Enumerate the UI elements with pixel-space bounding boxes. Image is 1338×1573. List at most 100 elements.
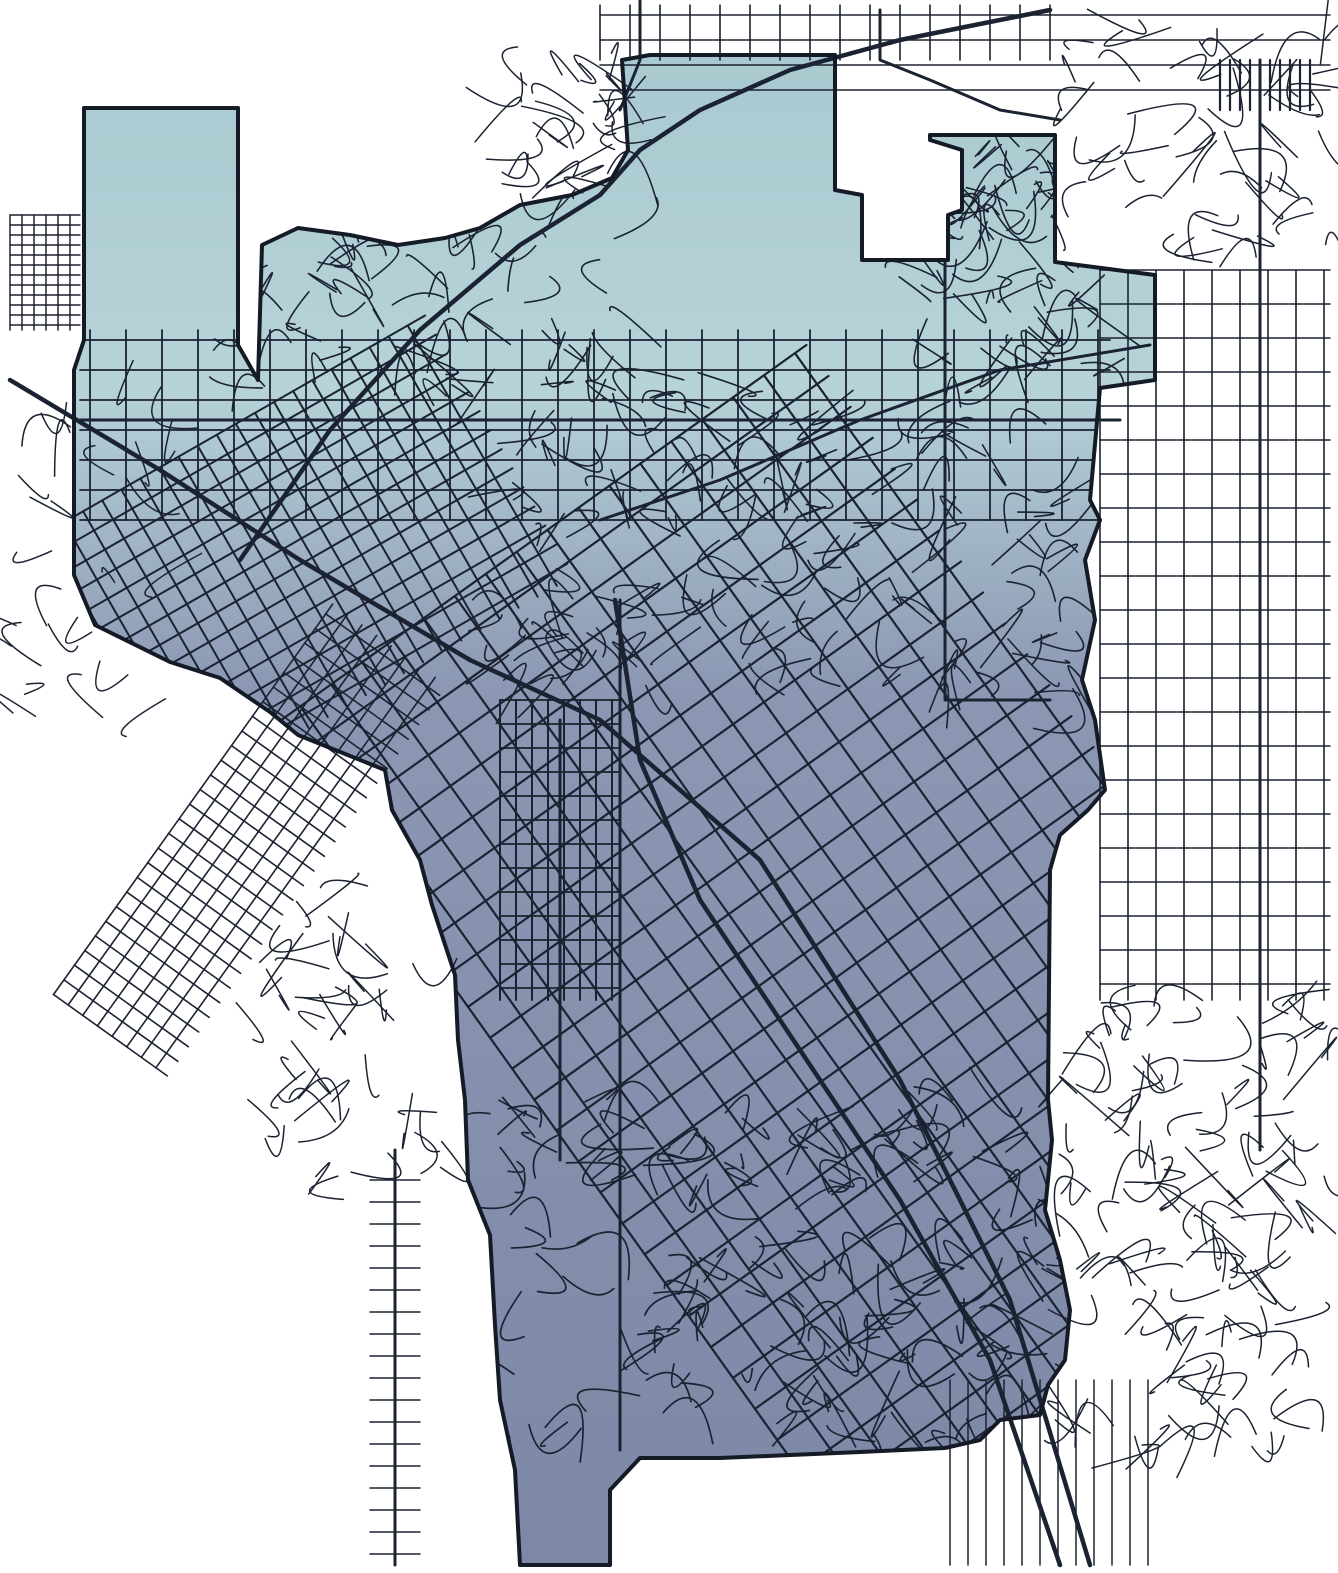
- street-segment: [826, 1424, 876, 1443]
- street-segment: [974, 139, 991, 158]
- street-segment: [1046, 307, 1099, 328]
- street-segment: [666, 1303, 707, 1333]
- street-segment: [591, 332, 636, 379]
- street-segment: [466, 1430, 511, 1459]
- street-segment: [606, 150, 659, 208]
- street-segment: [991, 205, 1048, 244]
- street-segment: [1032, 688, 1086, 734]
- street-segment: [538, 512, 565, 553]
- street-segment: [157, 847, 273, 931]
- street-segment: [115, 905, 231, 989]
- street-segment: [499, 1146, 525, 1194]
- street-segment: [1050, 475, 1097, 507]
- street-segment: [541, 443, 603, 473]
- street-segment: [317, 237, 351, 267]
- street-segment: [501, 153, 529, 180]
- street-segment: [1057, 86, 1090, 112]
- street-segment: [662, 1396, 714, 1445]
- street-segment: [501, 1096, 536, 1138]
- street-segment: [74, 371, 459, 603]
- street-segment: [965, 186, 1008, 207]
- street-segment: [1038, 1077, 1064, 1108]
- street-segment: [609, 305, 662, 348]
- street-segment: [395, 345, 459, 376]
- street-segment: [1063, 39, 1094, 51]
- major-road: [878, 8, 1062, 122]
- street-segment: [964, 376, 993, 394]
- street-segment: [511, 684, 1051, 1070]
- street-segment: [920, 420, 969, 434]
- street-segment: [1088, 114, 1136, 163]
- street-segment: [661, 1164, 697, 1213]
- street-segment: [523, 275, 561, 304]
- street-segment: [1047, 1384, 1076, 1434]
- street-segment: [349, 357, 501, 620]
- street-segment: [573, 54, 633, 91]
- street-segment: [1088, 138, 1104, 157]
- street-segment: [1133, 1055, 1165, 1092]
- street-segment: [780, 1298, 806, 1346]
- street-segment: [1199, 33, 1264, 81]
- street-segment: [1162, 233, 1213, 264]
- street-segment: [1288, 82, 1338, 98]
- street-segment: [73, 964, 190, 1048]
- street-segment: [838, 1252, 855, 1295]
- street-segment: [592, 96, 636, 103]
- street-segment: [535, 117, 575, 150]
- street-segment: [754, 1349, 808, 1392]
- street-segment: [1109, 984, 1136, 1031]
- street-segment: [334, 436, 874, 823]
- street-segment: [264, 1125, 285, 1158]
- street-segment: [1075, 1041, 1112, 1093]
- street-segment: [1132, 1298, 1183, 1346]
- street-segment: [258, 938, 293, 964]
- street-segment: [280, 1056, 297, 1081]
- street-segment: [293, 1079, 350, 1122]
- street-segment: [1201, 37, 1243, 74]
- street-segment: [1265, 1150, 1307, 1187]
- street-segment: [1263, 58, 1298, 96]
- street-segment: [858, 1336, 908, 1364]
- street-segment: [1286, 1021, 1325, 1043]
- street-segment: [347, 971, 395, 1022]
- street-segment: [215, 433, 367, 697]
- street-segment: [753, 1024, 1155, 1411]
- street-segment: [422, 616, 1030, 1466]
- street-segment: [653, 1290, 709, 1325]
- street-segment: [350, 267, 385, 328]
- street-segment: [578, 62, 597, 85]
- street-segment: [751, 1260, 783, 1279]
- street-segment: [748, 662, 785, 696]
- street-segment: [1207, 67, 1244, 128]
- street-segment: [254, 411, 405, 675]
- street-segment: [1147, 1053, 1183, 1094]
- street-segment: [1274, 1301, 1331, 1326]
- street-segment: [247, 1098, 280, 1138]
- street-segment: [682, 463, 702, 502]
- street-segment: [642, 1133, 716, 1167]
- street-segment: [812, 400, 866, 426]
- street-segment: [725, 1167, 759, 1188]
- street-segment: [1292, 1139, 1296, 1165]
- street-segment: [619, 1327, 649, 1375]
- street-segment: [1149, 1364, 1186, 1395]
- street-segment: [960, 185, 986, 229]
- street-segment: [1104, 1093, 1141, 1122]
- street-segment: [241, 730, 357, 814]
- street-segment: [938, 682, 950, 729]
- street-segment: [781, 1380, 832, 1409]
- street-segment: [912, 1119, 928, 1151]
- street-segment: [1309, 89, 1324, 118]
- street-segment: [535, 1252, 567, 1295]
- street-segment: [501, 161, 540, 188]
- street-segment: [21, 413, 72, 447]
- street-segment: [1016, 1250, 1045, 1302]
- street-segment: [235, 1001, 264, 1044]
- street-segment: [981, 444, 1007, 487]
- street-segment: [1110, 1000, 1161, 1027]
- street-segment: [520, 105, 585, 144]
- street-segment: [618, 631, 647, 663]
- street-segment: [520, 1131, 558, 1153]
- street-segment: [873, 1109, 914, 1137]
- street-segment: [1079, 1256, 1132, 1287]
